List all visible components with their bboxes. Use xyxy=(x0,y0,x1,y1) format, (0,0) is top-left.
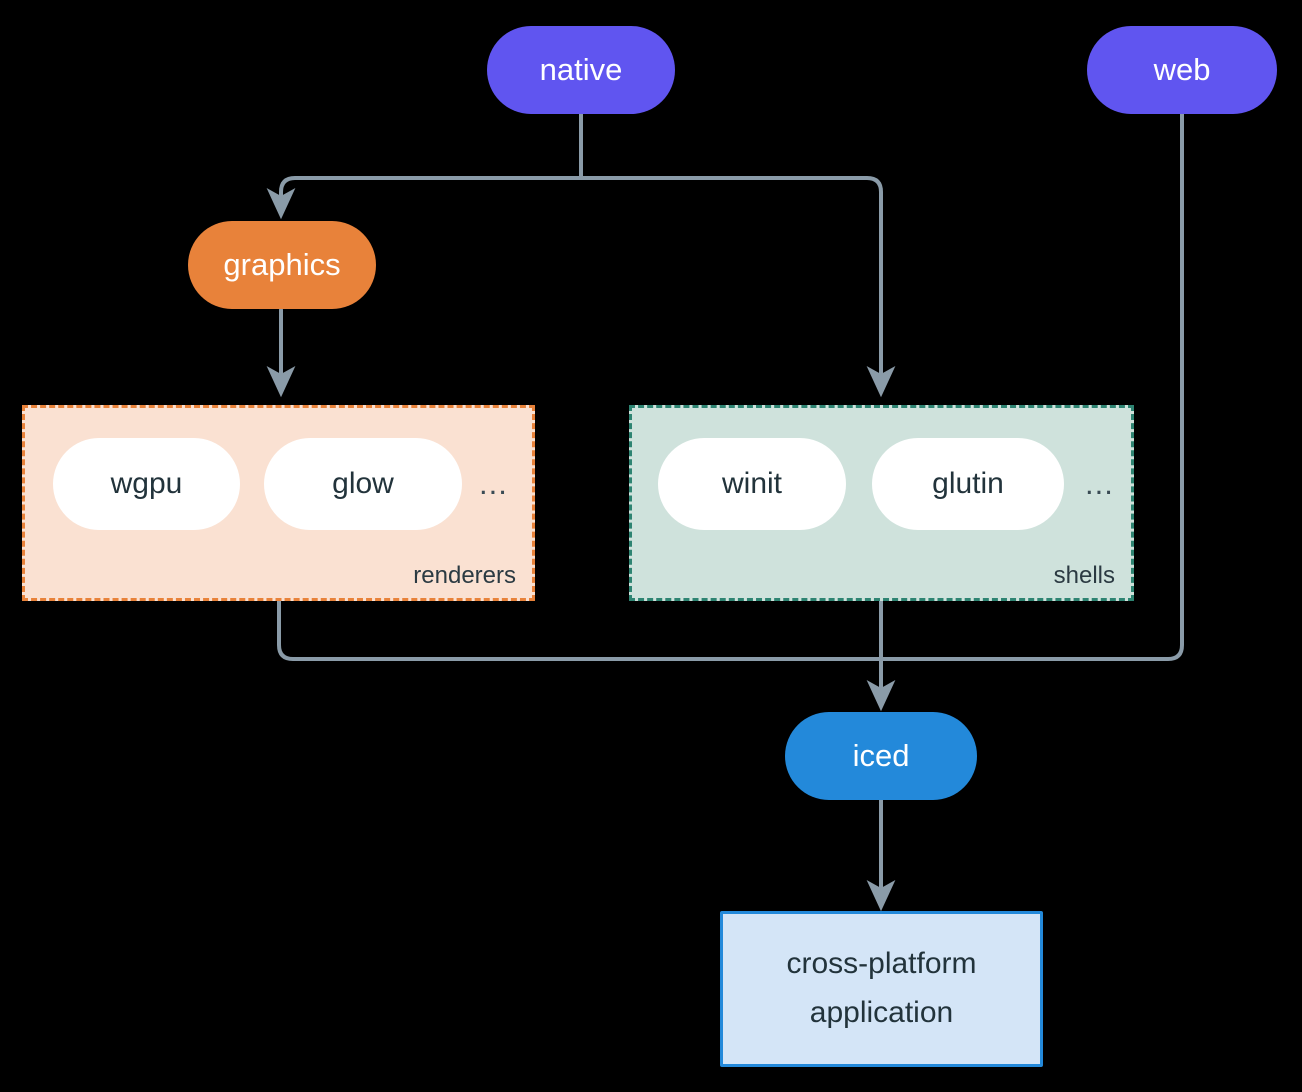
shells-more-ellipsis: ... xyxy=(1085,466,1114,501)
node-glutin[interactable]: glutin xyxy=(872,438,1064,530)
node-cross-platform-application[interactable]: cross-platform application xyxy=(720,911,1043,1067)
edge-native-to-graphics xyxy=(266,176,583,220)
node-winit-label: winit xyxy=(721,466,782,500)
node-web[interactable]: web xyxy=(1087,26,1277,114)
node-winit[interactable]: winit xyxy=(658,438,846,530)
node-glutin-label: glutin xyxy=(932,466,1004,500)
node-wgpu-label: wgpu xyxy=(110,466,183,500)
node-iced-label: iced xyxy=(852,738,910,774)
group-renderers: wgpu glow ... renderers xyxy=(22,405,535,601)
renderers-more-ellipsis: ... xyxy=(479,466,508,501)
group-shells-label: shells xyxy=(1053,562,1115,589)
node-glow-label: glow xyxy=(332,466,394,500)
node-native-label: native xyxy=(539,52,623,88)
edge-renderers-to-iced xyxy=(277,599,883,661)
node-graphics[interactable]: graphics xyxy=(188,221,376,309)
edge-native-to-shells xyxy=(579,176,896,398)
application-label-line1: cross-platform xyxy=(786,947,977,981)
node-native[interactable]: native xyxy=(487,26,675,114)
group-shells: winit glutin ... shells xyxy=(629,405,1134,601)
node-graphics-label: graphics xyxy=(223,247,341,283)
application-label-line2: application xyxy=(809,996,954,1029)
group-renderers-label: renderers xyxy=(413,562,516,589)
node-web-label: web xyxy=(1153,52,1211,88)
node-iced[interactable]: iced xyxy=(785,712,977,800)
node-wgpu[interactable]: wgpu xyxy=(53,438,240,530)
node-glow[interactable]: glow xyxy=(264,438,462,530)
